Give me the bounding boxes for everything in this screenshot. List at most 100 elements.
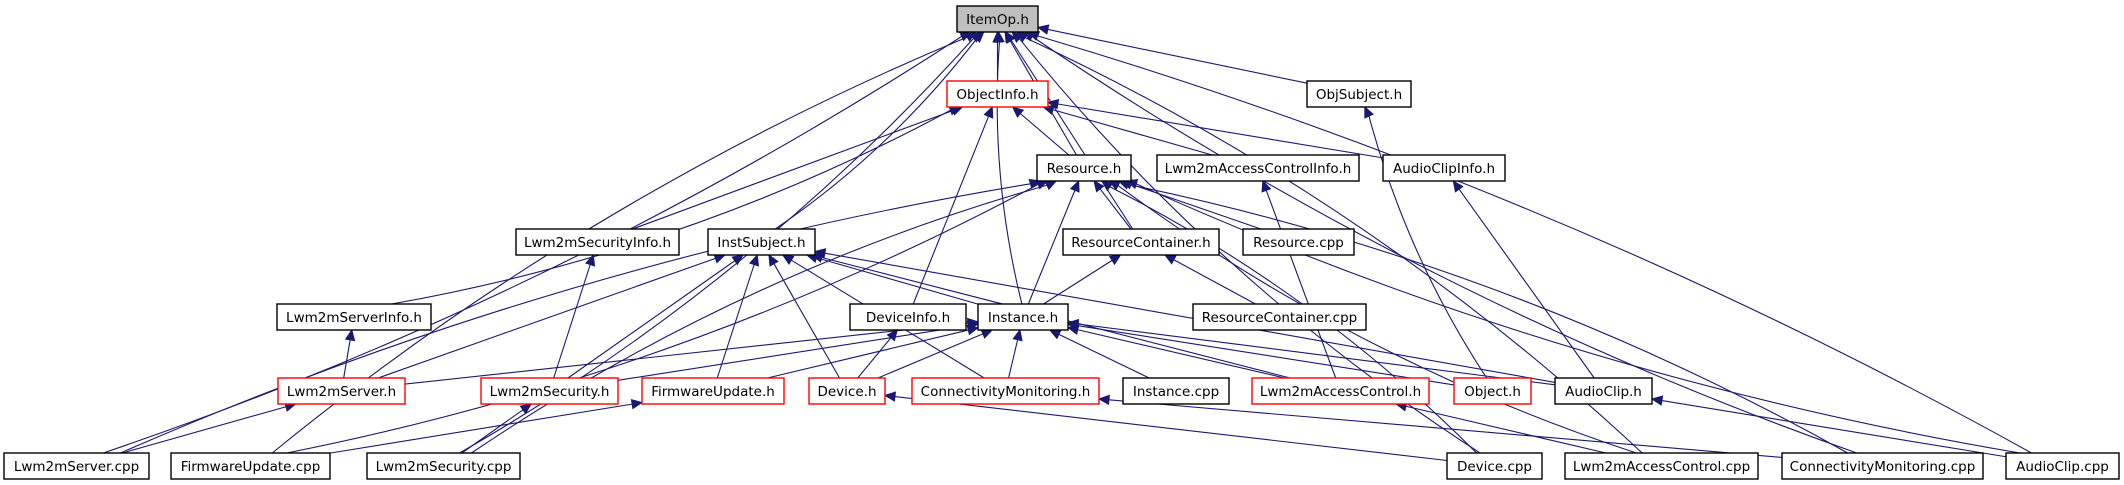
node-box[interactable] xyxy=(946,80,1049,108)
arrowhead-icon xyxy=(1125,179,1139,190)
edge-deviceinfo-h-to-objectinfo-h xyxy=(912,105,994,305)
edge-line xyxy=(1019,113,1070,156)
edge-line xyxy=(1077,325,1455,386)
node-resource-h[interactable]: Resource.h xyxy=(1036,154,1132,182)
edge-line xyxy=(1077,329,1285,379)
node-audioclipinfo-h[interactable]: AudioClipInfo.h xyxy=(1382,154,1506,182)
node-box[interactable] xyxy=(1554,377,1653,405)
node-device-h[interactable]: Device.h xyxy=(808,377,886,405)
node-instance-cpp[interactable]: Instance.cpp xyxy=(1122,377,1230,405)
node-label: Lwm2mServer.cpp xyxy=(14,459,139,475)
node-resourcecontainer-cpp[interactable]: ResourceContainer.cpp xyxy=(1192,303,1367,331)
node-label: ObjSubject.h xyxy=(1316,87,1402,103)
edge-line xyxy=(286,183,1039,454)
node-box[interactable] xyxy=(1251,377,1430,405)
node-itemop-h[interactable]: ItemOp.h xyxy=(956,5,1039,33)
node-box[interactable] xyxy=(1306,80,1412,108)
edge-line xyxy=(1108,399,1783,458)
node-object-h[interactable]: Object.h xyxy=(1453,377,1532,405)
node-box[interactable] xyxy=(277,377,406,405)
node-box[interactable] xyxy=(808,377,886,405)
node-box[interactable] xyxy=(707,228,816,256)
node-box[interactable] xyxy=(1062,228,1220,256)
node-audioclip-h[interactable]: AudioClip.h xyxy=(1554,377,1653,405)
node-objsubject-h[interactable]: ObjSubject.h xyxy=(1306,80,1412,108)
edge-line xyxy=(1368,115,1488,379)
node-lwm2msecurity-cpp[interactable]: Lwm2mSecurity.cpp xyxy=(366,452,521,480)
edge-line xyxy=(122,406,287,454)
node-lwm2mserver-cpp[interactable]: Lwm2mServer.cpp xyxy=(3,452,150,480)
node-box[interactable] xyxy=(1453,377,1532,405)
edge-lwm2msecurity-cpp-to-lwm2msecurity-h xyxy=(461,403,533,454)
edge-audioclip-cpp-to-audioclip-h xyxy=(1650,395,2007,458)
arrowhead-icon xyxy=(749,253,760,267)
node-box[interactable] xyxy=(1036,154,1132,182)
node-firmwareupdate-cpp[interactable]: FirmwareUpdate.cpp xyxy=(170,452,331,480)
edge-instance-h-to-resourcecontainer-h xyxy=(1043,254,1122,305)
node-label: Resource.h xyxy=(1047,161,1122,177)
node-box[interactable] xyxy=(1446,452,1543,480)
edge-lwm2mserver-cpp-to-lwm2mserver-h xyxy=(122,401,297,454)
arrowhead-icon xyxy=(1261,179,1272,193)
node-label: ItemOp.h xyxy=(966,12,1029,28)
node-box[interactable] xyxy=(1382,154,1506,182)
edge-resourcecontainer-h-to-resource-h xyxy=(1093,180,1132,230)
edge-instance-h-to-itemop-h xyxy=(994,30,1023,305)
node-box[interactable] xyxy=(3,452,150,480)
edge-line xyxy=(1099,188,1132,230)
node-lwm2mserver-h[interactable]: Lwm2mServer.h xyxy=(277,377,406,405)
node-label: Device.cpp xyxy=(1457,459,1532,475)
node-box[interactable] xyxy=(2005,452,2120,480)
node-instance-h[interactable]: Instance.h xyxy=(977,303,1069,331)
node-box[interactable] xyxy=(1242,228,1355,256)
node-box[interactable] xyxy=(1781,452,1984,480)
edge-line xyxy=(377,257,716,379)
node-box[interactable] xyxy=(641,377,785,405)
node-box[interactable] xyxy=(1122,377,1230,405)
edge-line xyxy=(824,252,1556,383)
node-box[interactable] xyxy=(515,228,680,256)
node-audioclip-cpp[interactable]: AudioClip.cpp xyxy=(2005,452,2120,480)
node-box[interactable] xyxy=(1192,303,1367,331)
node-box[interactable] xyxy=(849,303,967,331)
node-resourcecontainer-h[interactable]: ResourceContainer.h xyxy=(1062,228,1220,256)
edge-line xyxy=(773,263,841,379)
arrowhead-icon xyxy=(1650,395,1664,406)
node-box[interactable] xyxy=(956,5,1039,33)
node-resource-cpp[interactable]: Resource.cpp xyxy=(1242,228,1355,256)
edge-instance-cpp-to-instance-h xyxy=(1048,329,1150,379)
node-box[interactable] xyxy=(977,303,1069,331)
node-lwm2msecurityinfo-h[interactable]: Lwm2mSecurityInfo.h xyxy=(515,228,680,256)
edge-instance-h-to-instsubject-h xyxy=(805,252,979,305)
node-box[interactable] xyxy=(276,303,432,331)
node-box[interactable] xyxy=(480,377,619,405)
node-connectivitymonitoring-cpp[interactable]: ConnectivityMonitoring.cpp xyxy=(1781,452,1984,480)
node-device-cpp[interactable]: Device.cpp xyxy=(1446,452,1543,480)
node-label: ResourceContainer.h xyxy=(1071,235,1211,251)
node-lwm2msecurity-h[interactable]: Lwm2mSecurity.h xyxy=(480,377,619,405)
node-lwm2maccesscontrol-cpp[interactable]: Lwm2mAccessControl.cpp xyxy=(1564,452,1759,480)
edge-line xyxy=(716,264,755,379)
edge-line xyxy=(553,264,591,379)
node-box[interactable] xyxy=(366,452,521,480)
edge-line xyxy=(1077,323,1556,386)
arrowhead-icon xyxy=(966,325,980,336)
node-box[interactable] xyxy=(1156,154,1360,182)
edge-line xyxy=(1058,333,1150,379)
node-box[interactable] xyxy=(170,452,331,480)
node-lwm2maccesscontrol-h[interactable]: Lwm2mAccessControl.h xyxy=(1251,377,1430,405)
node-instsubject-h[interactable]: InstSubject.h xyxy=(707,228,816,256)
node-lwm2maccesscontrolinfo-h[interactable]: Lwm2mAccessControlInfo.h xyxy=(1156,154,1360,182)
node-box[interactable] xyxy=(911,377,1100,405)
node-lwm2mserverinfo-h[interactable]: Lwm2mServerInfo.h xyxy=(276,303,432,331)
arrowhead-icon xyxy=(886,329,899,342)
node-box[interactable] xyxy=(1564,452,1759,480)
node-deviceinfo-h[interactable]: DeviceInfo.h xyxy=(849,303,967,331)
node-firmwareupdate-h[interactable]: FirmwareUpdate.h xyxy=(641,377,785,405)
node-connectivitymonitoring-h[interactable]: ConnectivityMonitoring.h xyxy=(911,377,1100,405)
arrowhead-icon xyxy=(1108,254,1122,266)
arrowhead-icon xyxy=(768,253,779,267)
arrowhead-icon xyxy=(883,391,897,402)
node-objectinfo-h[interactable]: ObjectInfo.h xyxy=(946,80,1049,108)
edge-line xyxy=(1052,109,1213,156)
